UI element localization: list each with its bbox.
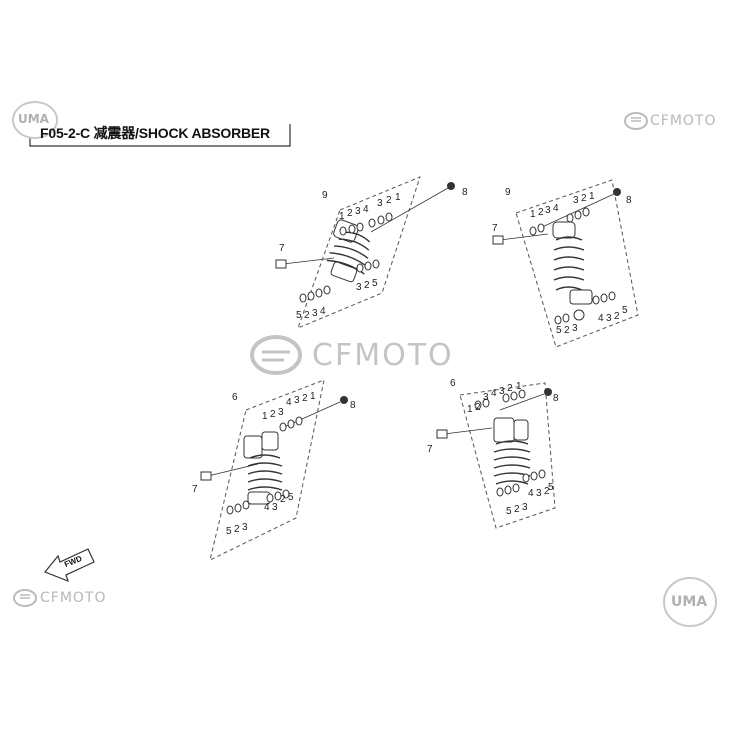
callout-tl-2: 2 <box>347 208 353 219</box>
callout-tr-3: 3 <box>545 205 551 216</box>
callout-br-2: 2 <box>475 402 481 413</box>
callout-bl-13: 5 <box>288 492 294 503</box>
callout-br-15: 2 <box>544 486 550 497</box>
cfmoto-brand-bottom: CFMOTO <box>40 590 107 606</box>
callout-br-14: 3 <box>536 488 542 499</box>
callout-tl-0: 9 <box>322 190 328 201</box>
callout-br-11: 2 <box>514 504 520 515</box>
assembly-bottom-right <box>436 382 556 529</box>
bolt-7-icon <box>492 235 504 245</box>
callout-tr-11: 2 <box>564 325 570 336</box>
callout-bl-12: 2 <box>280 494 286 505</box>
nut-8-icon <box>544 388 552 396</box>
callout-tr-15: 2 <box>614 311 620 322</box>
cfmoto-watermark-text: CFMOTO <box>312 338 454 373</box>
callout-tr-10: 5 <box>556 325 562 336</box>
callout-br-8: 8 <box>553 393 559 404</box>
callout-tr-13: 4 <box>598 313 604 324</box>
callout-bl-7: 1 <box>310 391 316 402</box>
callout-br-4: 4 <box>491 388 497 399</box>
callout-bl-14: 5 <box>226 526 232 537</box>
nut-8-icon <box>447 182 455 190</box>
callout-tl-1: 1 <box>339 211 345 222</box>
bolt-7-icon <box>275 259 287 269</box>
callout-br-6: 2 <box>507 383 513 394</box>
callout-tr-0: 9 <box>505 187 511 198</box>
assembly-top-left <box>275 176 455 329</box>
callout-bl-4: 4 <box>286 397 292 408</box>
page-title: F05-2-C 减震器/SHOCK ABSORBER <box>40 125 270 141</box>
callout-tr-9: 7 <box>492 223 498 234</box>
callout-tr-7: 1 <box>589 191 595 202</box>
callout-bl-11: 3 <box>272 502 278 513</box>
callout-tr-16: 5 <box>622 305 628 316</box>
callout-bl-15: 2 <box>234 524 240 535</box>
callout-br-1: 1 <box>467 404 473 415</box>
callout-tl-5: 3 <box>377 198 383 209</box>
title-bracket <box>29 124 291 147</box>
callout-tr-12: 3 <box>572 323 578 334</box>
cfmoto-logo-top-icon <box>624 112 648 130</box>
callout-bl-2: 2 <box>270 409 276 420</box>
callout-tl-10: 3 <box>356 282 362 293</box>
callout-tl-12: 5 <box>372 278 378 289</box>
callout-tr-6: 2 <box>581 193 587 204</box>
callout-tr-8: 8 <box>626 195 632 206</box>
callout-tl-8: 8 <box>462 187 468 198</box>
callout-br-5: 3 <box>499 386 505 397</box>
callout-bl-9: 7 <box>192 484 198 495</box>
callout-bl-3: 3 <box>278 407 284 418</box>
callout-tr-4: 4 <box>553 203 559 214</box>
callout-tl-13: 5 <box>296 310 302 321</box>
callout-bl-1: 1 <box>262 411 268 422</box>
callout-tr-5: 3 <box>573 195 579 206</box>
callout-br-12: 3 <box>522 502 528 513</box>
callout-tl-14: 2 <box>304 310 310 321</box>
callout-br-3: 3 <box>483 392 489 403</box>
callout-br-10: 5 <box>506 506 512 517</box>
uma-logo-top-text: UMA <box>18 112 49 126</box>
cfmoto-logo-bottom-icon <box>13 589 37 607</box>
uma-logo-top-icon <box>12 101 58 139</box>
callout-br-0: 6 <box>450 378 456 389</box>
callout-tl-15: 3 <box>312 308 318 319</box>
bolt-7-icon <box>436 429 448 439</box>
callout-tl-16: 4 <box>320 306 326 317</box>
callout-bl-0: 6 <box>232 392 238 403</box>
callout-tr-2: 2 <box>538 207 544 218</box>
callout-tl-4: 4 <box>363 204 369 215</box>
callout-bl-5: 3 <box>294 395 300 406</box>
callout-br-16: 5 <box>548 482 554 493</box>
fwd-arrow-icon <box>44 548 95 583</box>
cfmoto-brand-top: CFMOTO <box>650 113 717 129</box>
callout-bl-6: 2 <box>302 393 308 404</box>
bolt-7-icon <box>200 471 212 481</box>
callout-tl-3: 3 <box>355 206 361 217</box>
callout-tl-11: 2 <box>364 280 370 291</box>
callout-tl-6: 2 <box>386 195 392 206</box>
callout-br-13: 4 <box>528 488 534 499</box>
callout-bl-10: 4 <box>264 502 270 513</box>
assembly-top-right <box>492 179 639 348</box>
assembly-bottom-left <box>200 379 348 561</box>
callout-bl-16: 3 <box>242 522 248 533</box>
callout-br-7: 1 <box>516 381 522 392</box>
callout-tr-1: 1 <box>530 209 536 220</box>
uma-logo-bottom-text: UMA <box>671 594 708 610</box>
callout-tr-14: 3 <box>606 313 612 324</box>
nut-8-icon <box>613 188 621 196</box>
cfmoto-watermark-icon <box>250 335 302 375</box>
nut-8-icon <box>340 396 348 404</box>
callout-tl-9: 7 <box>279 243 285 254</box>
callout-tl-7: 1 <box>395 192 401 203</box>
uma-logo-bottom-icon <box>663 577 717 627</box>
callout-br-9: 7 <box>427 444 433 455</box>
callout-bl-8: 8 <box>350 400 356 411</box>
